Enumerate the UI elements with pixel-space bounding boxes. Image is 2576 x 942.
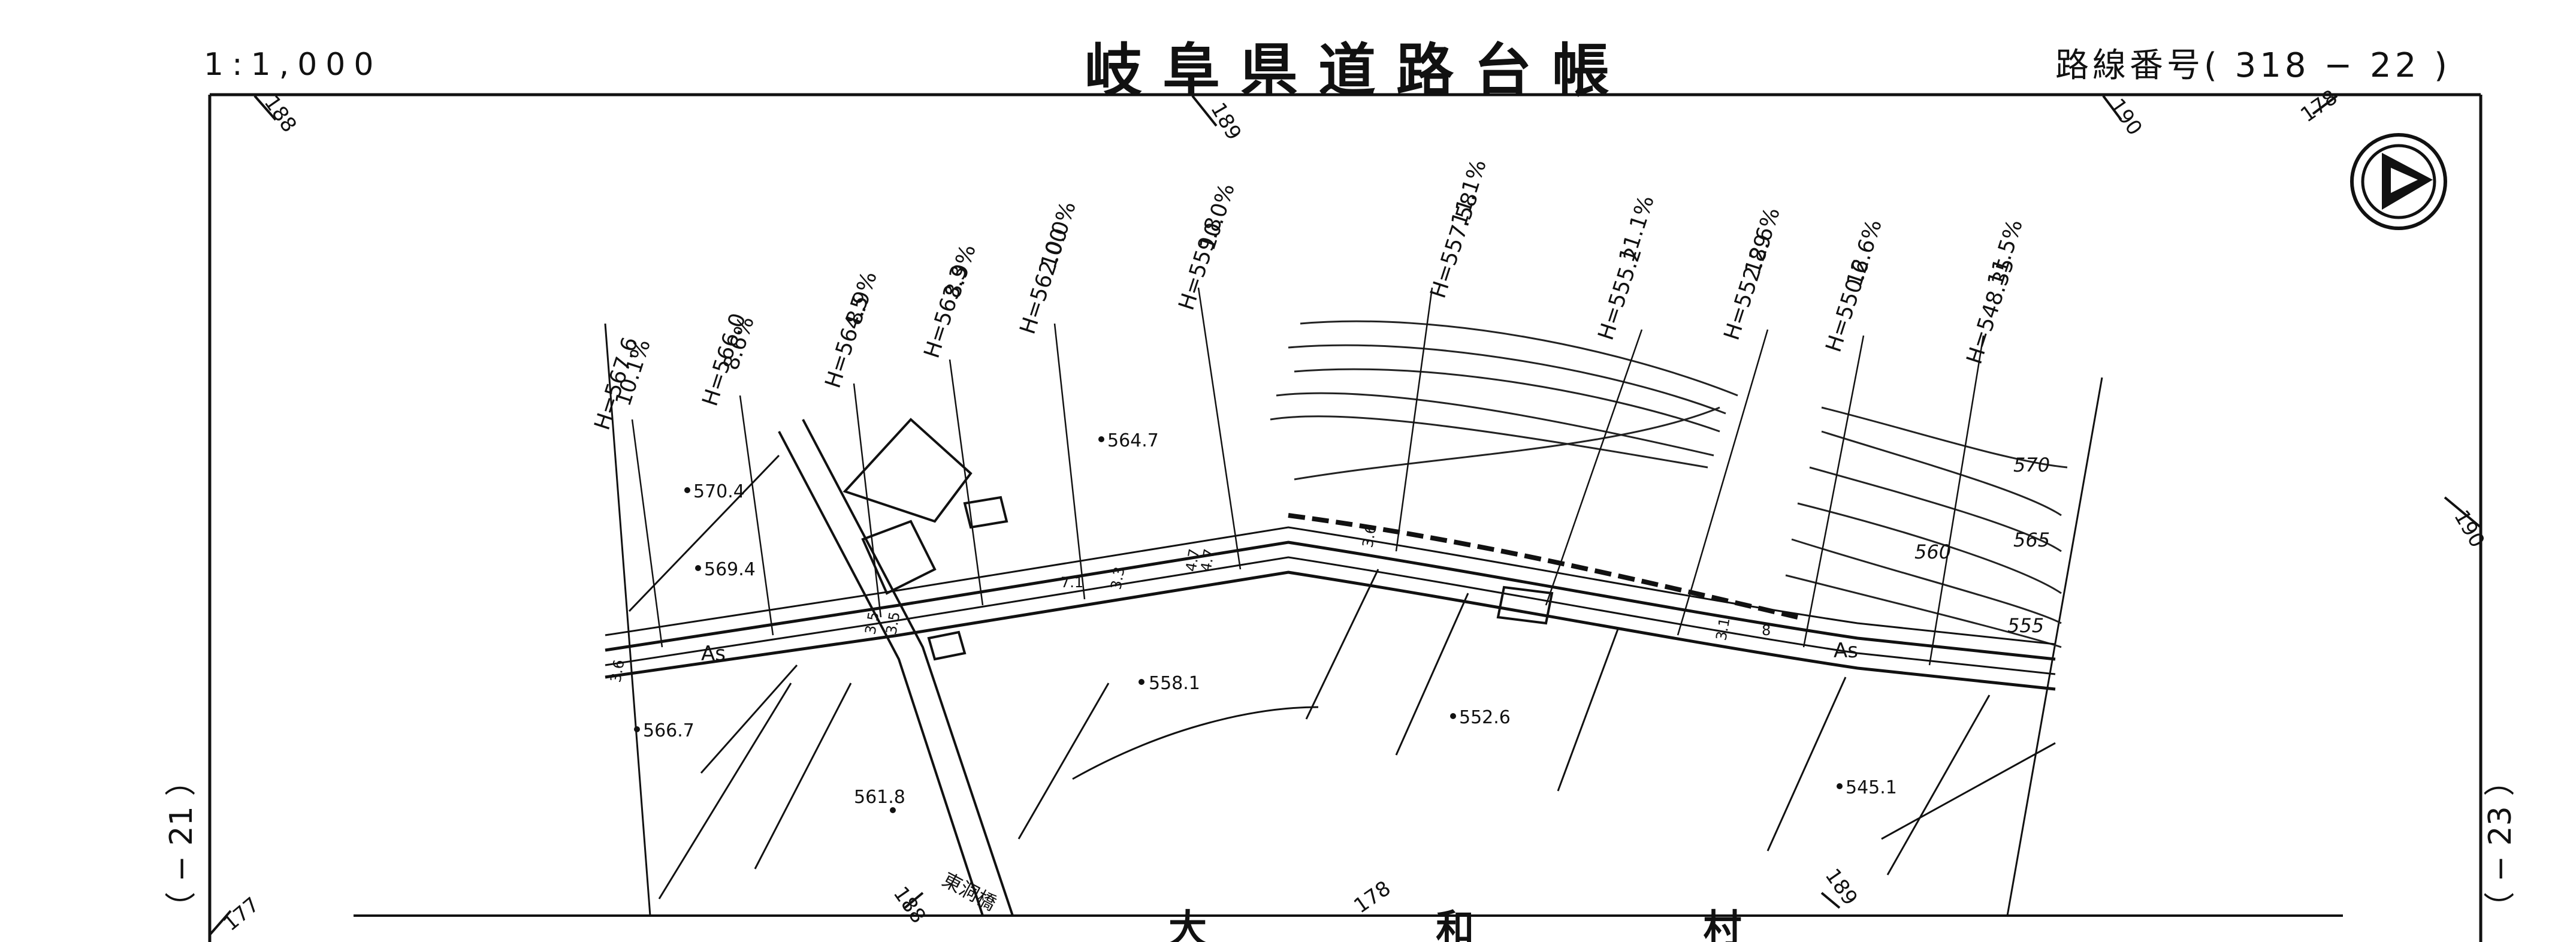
- spot-height: 564.7: [1107, 430, 1159, 451]
- contour-label: 560: [1914, 541, 1951, 563]
- survey-boundary: [604, 323, 2103, 916]
- stream: [778, 419, 1014, 916]
- road-width: 3.6: [607, 659, 627, 684]
- grid-ticks: [209, 95, 2482, 936]
- spot-height: 566.7: [643, 720, 694, 741]
- section-grade: 11.1%: [1615, 192, 1659, 265]
- grid-mark: 178: [2296, 85, 2342, 127]
- road-width: 8: [1762, 622, 1771, 639]
- spot-height: 545.1: [1846, 777, 1897, 798]
- section-grade: 10.0%: [1037, 198, 1081, 271]
- road-width: 4.7: [1197, 548, 1218, 573]
- map-scale: 1:1,000: [204, 47, 382, 83]
- page-title: 岐阜県道路台帳: [1085, 37, 1630, 104]
- right-sheet-reference: （ − 23 ）: [2483, 765, 2518, 923]
- grid-mark: 177: [219, 893, 264, 936]
- contour-label: 565: [2013, 529, 2050, 551]
- map-frame: [208, 93, 2483, 942]
- road-width: 3.1: [1713, 617, 1733, 642]
- road-width: 4.7: [1182, 548, 1203, 573]
- contour-label: 555: [2007, 614, 2044, 637]
- road-width-labels: 3.6 3.6 3.5 3.5 3.3 4.7 4.7 7.1 3.1 8: [607, 524, 1771, 684]
- left-sheet-reference: （ − 21 ）: [164, 765, 200, 923]
- contour-label: 570: [2013, 454, 2050, 476]
- spot-height: 570.4: [693, 481, 745, 502]
- road-width: 7.1: [1061, 574, 1083, 591]
- contour-labels: 570 565 560 555: [1914, 454, 2050, 637]
- grid-coordinate-labels: 188 177 189 190 178 190 188 178 189: [219, 85, 2489, 936]
- road-width: 3.3: [1107, 566, 1128, 591]
- section-grade: 8.9%: [842, 268, 882, 328]
- village-name: 大 和 村: [1168, 907, 1850, 942]
- road-width: 3.5: [862, 611, 882, 636]
- grid-mark: 188: [259, 91, 301, 137]
- north-arrow-icon: [2350, 133, 2447, 230]
- road-surface: As: [701, 642, 726, 666]
- section-grade: 11.5%: [1983, 216, 2028, 289]
- section-labels: H=567.6 10.1% H=566.0 8.6% H=564.5 8.9% …: [590, 156, 2028, 433]
- road-surface: As: [1834, 639, 1858, 663]
- slope-hachures: [628, 454, 2056, 899]
- cross-section-lines: [631, 287, 1985, 666]
- section-grade: 10.0%: [1195, 180, 1240, 253]
- road-width: 3.6: [1359, 524, 1379, 549]
- spot-height: 561.8: [854, 787, 905, 808]
- grid-mark: 189: [1820, 864, 1862, 910]
- grid-mark: 188: [889, 882, 931, 928]
- spot-height: 569.4: [704, 559, 756, 580]
- road-surface-labels: As As: [701, 639, 1858, 666]
- grid-mark: 190: [2449, 506, 2489, 552]
- route-number: 路線番号( 318 − 22 ): [2055, 46, 2451, 85]
- spot-height: 558.1: [1149, 673, 1200, 694]
- contour-lines: [1270, 320, 2068, 648]
- section-grade: 12.6%: [1741, 204, 1785, 277]
- grid-mark: 190: [2105, 94, 2147, 140]
- road-width: 3.5: [883, 611, 903, 636]
- road: [605, 513, 2056, 691]
- buildings: [842, 418, 1554, 661]
- spot-height: 552.6: [1459, 707, 1511, 728]
- spot-heights: 570.4 569.4 564.7 566.7 561.8 558.1 552.…: [634, 430, 1897, 813]
- section-grade: 11.1%: [1447, 156, 1491, 229]
- section-grade: 12.6%: [1843, 216, 1887, 289]
